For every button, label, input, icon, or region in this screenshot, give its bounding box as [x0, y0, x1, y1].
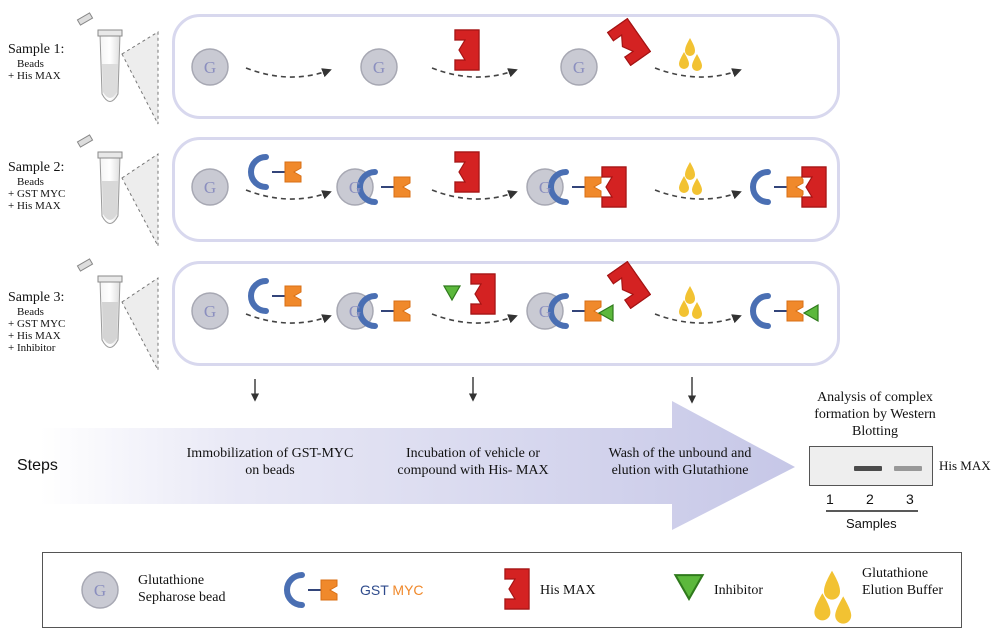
bead-letter: G: [204, 58, 216, 77]
sample-1-line-1: Beads: [17, 58, 44, 70]
bead-letter: G: [573, 58, 585, 77]
sample-3-line-1: Beads: [17, 306, 44, 318]
tube-icon-3: [76, 258, 159, 371]
dashed-arrow: [245, 67, 332, 78]
bead-letter: G: [94, 581, 106, 600]
dashed-arrow: [245, 313, 332, 324]
dashed-arrow: [654, 313, 742, 324]
inhibitor-icon: [803, 304, 819, 322]
western-blot-title: Analysis of complex formation by Western…: [814, 390, 936, 439]
legend-gst-text: GST: [360, 582, 389, 598]
dashed-arrow: [431, 313, 518, 324]
sample-1-label: Sample 1: Beads + His MAX: [8, 42, 65, 83]
step-3-text: Wash of the unbound and elution with Glu…: [608, 446, 752, 478]
lane-label-2: 2: [866, 491, 874, 507]
legend-bead-text: Glutathione Sepharose bead: [138, 573, 226, 605]
sample-2-label: Sample 2: Beads + GST MYC + His MAX: [8, 160, 66, 213]
bead-letter: G: [539, 302, 551, 321]
bead-letter: G: [204, 178, 216, 197]
legend-box: [42, 552, 962, 628]
row-2: [191, 151, 827, 208]
sample-3-label: Sample 3: Beads + GST MYC + His MAX + In…: [8, 290, 66, 355]
bead-letter: G: [349, 178, 361, 197]
his-max-icon: [601, 166, 627, 208]
sample-2-line-2: + GST MYC: [8, 188, 66, 200]
steps-arrow: [40, 401, 795, 530]
elution-drops-icon: [679, 286, 702, 319]
sample-2-line-3: + His MAX: [8, 200, 61, 212]
step-1-text: Immobilization of GST-MYC on beads: [186, 446, 354, 478]
his-max-icon: [470, 273, 496, 315]
dashed-arrow: [245, 189, 332, 200]
tube-icon-2: [76, 134, 159, 247]
samples-axis-label: Samples: [846, 516, 897, 531]
bead-letter: G: [373, 58, 385, 77]
western-blot-membrane: [809, 446, 933, 486]
band-lane-2: [854, 466, 882, 471]
his-max-icon: [607, 261, 651, 309]
his-max-icon: [607, 18, 651, 66]
band-lane-3: [894, 466, 922, 471]
gst-myc-icon: [251, 281, 301, 311]
elution-drops-icon: [679, 162, 702, 195]
gst-myc-icon: [753, 296, 803, 326]
sample-1-title: Sample 1:: [8, 42, 65, 57]
gst-myc-icon: [753, 172, 803, 202]
gst-myc-icon: [251, 157, 301, 187]
row-1: [191, 18, 742, 86]
dashed-arrow: [654, 67, 742, 78]
legend-myc-text: MYC: [392, 582, 424, 598]
sample-2-title: Sample 2:: [8, 160, 65, 175]
sample-2-line-1: Beads: [17, 176, 44, 188]
sample-3-panel: [172, 261, 840, 366]
elution-drops-icon: [679, 38, 702, 71]
his-max-icon: [801, 166, 827, 208]
sample-3-line-2: + GST MYC: [8, 318, 66, 330]
dashed-arrow: [431, 67, 518, 78]
dashed-arrow: [654, 189, 742, 200]
sample-1-line-2: + His MAX: [8, 70, 61, 82]
western-blot-band-label: His MAX: [939, 458, 991, 473]
bead-letter: G: [539, 178, 551, 197]
bead-letter: G: [204, 302, 216, 321]
bead-letter: G: [349, 302, 361, 321]
legend-gst-myc-text: GST MYC: [360, 582, 424, 599]
his-max-icon: [454, 29, 480, 71]
step-2-text: Incubation of vehicle or compound with H…: [397, 446, 549, 478]
row-3: [191, 261, 819, 330]
lane-label-1: 1: [826, 491, 834, 507]
dashed-arrow: [431, 189, 518, 200]
sample-1-panel: [172, 14, 840, 119]
legend-his-max-text: His MAX: [540, 583, 596, 598]
sample-3-line-4: + Inhibitor: [8, 342, 56, 354]
sample-2-panel: [172, 137, 840, 242]
tube-icon-1: [76, 12, 159, 125]
sample-3-title: Sample 3:: [8, 290, 65, 305]
lane-label-3: 3: [906, 491, 914, 507]
legend-buffer-text: Glutathione Elution Buffer: [862, 566, 944, 598]
sample-3-line-3: + His MAX: [8, 330, 61, 342]
legend-inhibitor-text: Inhibitor: [714, 583, 763, 598]
steps-label: Steps: [17, 457, 58, 474]
inhibitor-icon: [443, 285, 461, 301]
his-max-icon: [454, 151, 480, 193]
